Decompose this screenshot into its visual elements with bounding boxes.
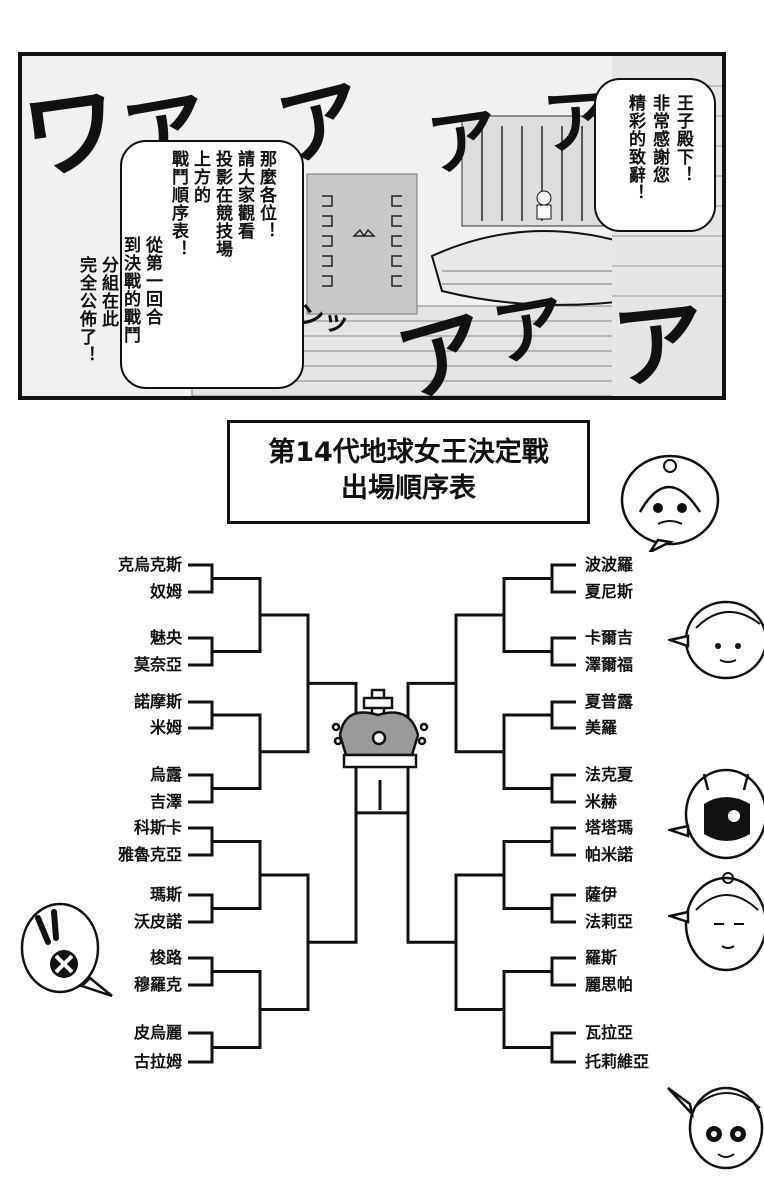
speech-text: 到決戰的戰鬥 [120, 236, 140, 344]
bracket-line [502, 970, 528, 1049]
bracket-line [550, 1031, 576, 1064]
bracket-line [236, 970, 262, 1049]
right-contestant-name: 法莉亞 [585, 912, 634, 931]
bracket-line [454, 873, 480, 1011]
bracket-line [236, 840, 262, 910]
left-contestant-name: 雅魯克亞 [117, 845, 182, 864]
bracket-line [550, 956, 576, 987]
right-contestant-name: 帕米諾 [585, 845, 634, 864]
bracket-line [502, 577, 528, 653]
bracket-line [188, 773, 214, 804]
character-face-icon [20, 902, 113, 998]
right-contestant-name: 瓦拉亞 [585, 1023, 634, 1042]
left-contestant-name: 皮烏麗 [133, 1023, 182, 1042]
right-contestant-name: 麗思帕 [585, 975, 634, 994]
bracket-line [236, 713, 262, 790]
right-contestant-name: 卡爾吉 [585, 628, 634, 647]
left-contestant-name: 魅央 [149, 628, 182, 647]
right-contestant-name: 波波羅 [585, 555, 634, 574]
left-contestant-name: 米姆 [149, 718, 182, 737]
bracket-line [550, 893, 576, 924]
right-contestant-name: 米赫 [585, 792, 618, 811]
speech-bubble-announcer [120, 140, 304, 389]
speech-text: 投影在競技場 [212, 150, 232, 258]
bracket-line [550, 826, 576, 857]
left-contestant-name: 吉澤 [149, 792, 182, 811]
left-contestant-name: 科斯卡 [133, 818, 182, 837]
speech-text: 分組在此 [98, 256, 118, 328]
bracket-line [284, 873, 310, 1011]
left-contestant-name: 莫奈亞 [133, 655, 182, 674]
speech-text: 完全公佈了！ [76, 256, 96, 364]
right-contestant-name: 塔塔瑪 [585, 818, 634, 837]
character-face-icon [668, 768, 764, 860]
comic-panel: ワ ア ア ア ア ア ア ア ヴンッ 那麼各位！ 請大家觀看 投影在競技場 上… [18, 52, 726, 400]
left-contestant-name: 瑪斯 [149, 885, 182, 904]
character-face-icon [668, 600, 764, 680]
right-contestant-name: 托莉維亞 [585, 1052, 650, 1071]
bracket-line [188, 700, 214, 730]
right-contestant-name: 薩伊 [585, 885, 618, 904]
bracket-line [502, 840, 528, 910]
left-contestant-name: 古拉姆 [133, 1052, 182, 1071]
left-contestant-name: 沃皮諾 [133, 912, 182, 931]
speech-text: 那麼各位！ [256, 150, 276, 240]
bracket-line [550, 773, 576, 804]
bracket-line [550, 636, 576, 667]
bracket-line [188, 956, 214, 987]
bracket-line [188, 893, 214, 924]
speech-bubble-prince [594, 78, 716, 232]
speech-text: 請大家觀看 [234, 150, 254, 240]
bracket-line [188, 563, 214, 594]
character-face-icon [620, 454, 720, 552]
bracket-line [284, 613, 310, 754]
character-face-icon [668, 872, 764, 972]
speech-text: 王子殿下！ [673, 94, 693, 184]
bracket-line [550, 700, 576, 730]
bracket-line [454, 613, 480, 754]
right-contestant-name: 羅斯 [585, 948, 618, 967]
left-contestant-name: 穆羅克 [133, 975, 182, 994]
left-contestant-name: 奴姆 [149, 582, 182, 601]
speech-text: 上方的 [190, 150, 210, 204]
right-contestant-name: 澤爾福 [585, 655, 634, 674]
speech-text: 精彩的致辭！ [625, 94, 645, 202]
bracket-line [188, 1031, 214, 1064]
left-contestant-name: 克烏克斯 [117, 555, 182, 574]
speech-text: 非常感謝您 [649, 94, 669, 184]
right-contestant-name: 法克夏 [585, 765, 634, 784]
bracket-line [550, 563, 576, 594]
left-contestant-name: 梭路 [149, 948, 182, 967]
left-contestant-name: 烏露 [149, 765, 182, 784]
title-line-2: 出場順序表 [341, 473, 476, 504]
speech-text: 戰鬥順序表！ [168, 150, 188, 258]
bracket-line [188, 636, 214, 667]
character-face-icon [667, 1086, 764, 1170]
right-contestant-name: 美羅 [585, 718, 618, 737]
speech-text: 從第一回合 [142, 236, 162, 326]
left-contestant-name: 諾摩斯 [133, 692, 182, 711]
title-line-1: 第14代地球女王決定戰 [268, 437, 549, 468]
bracket-title-box: 第14代地球女王決定戰 出場順序表 [227, 420, 590, 524]
bracket-line [188, 826, 214, 857]
bracket-line [236, 577, 262, 653]
right-contestant-name: 夏尼斯 [585, 582, 634, 601]
right-contestant-name: 夏普露 [585, 692, 634, 711]
bracket-line [502, 713, 528, 790]
crown-icon [331, 688, 429, 769]
